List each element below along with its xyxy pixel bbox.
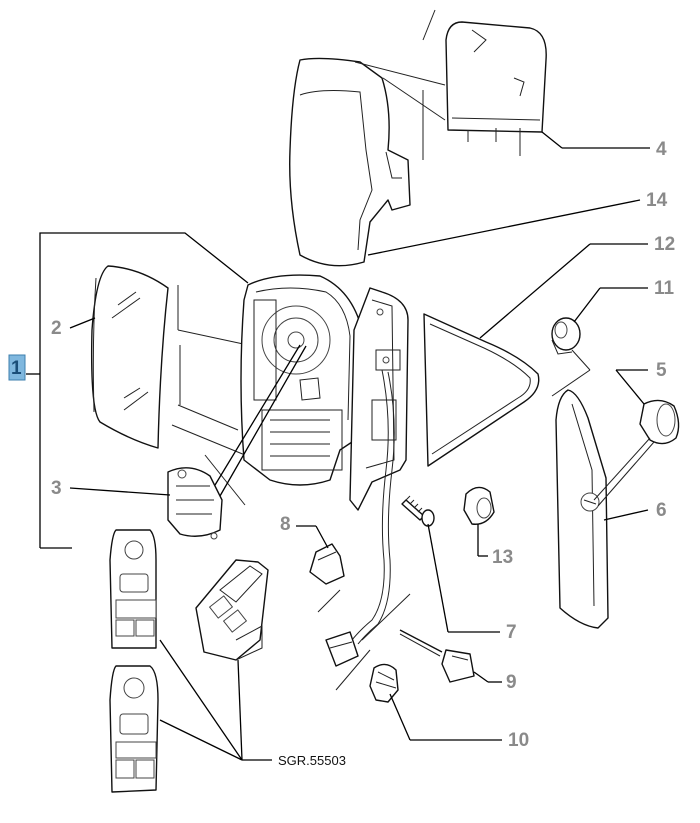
window-switch-panel-rear[interactable] [109,665,159,793]
callout-12-leader [479,243,591,339]
harness-connector[interactable] [325,631,359,667]
callout-11-leader [573,287,601,323]
reference-leader [159,639,243,761]
callout-2-label[interactable]: 2 [51,318,62,339]
callout-9-label[interactable]: 9 [506,672,517,693]
assembly-guide-line [177,404,239,431]
lower-glass-part[interactable] [423,313,540,467]
actuator-guide-line [219,345,307,497]
callout-4-leader [541,131,563,149]
assembly-guide-line [317,589,341,613]
callout-1-highlight [8,354,26,381]
callout-7-leader [427,523,449,633]
callout-7-label[interactable]: 7 [506,622,517,643]
callout-10-label[interactable]: 10 [508,730,529,751]
callout-9-leader [473,671,489,683]
assembly-guide-line [551,369,591,397]
assembly-guide-line [593,437,651,501]
turn-signal-part[interactable] [639,399,680,445]
callout-4-label[interactable]: 4 [656,139,667,160]
callout-11-label[interactable]: 11 [654,278,675,299]
plug-part[interactable] [369,663,399,703]
reference-leader [159,719,243,761]
callout-5-label[interactable]: 5 [656,360,667,381]
callout-8-leader [315,525,329,549]
callout-1-label[interactable]: 1 [11,358,22,379]
assembly-guide-line [171,424,246,456]
assembly-guide-line [335,649,371,691]
callout-14-label[interactable]: 14 [646,190,668,211]
assembly-bracket [39,232,249,548]
wiring-harness [351,369,389,641]
mirror-motor-part[interactable] [167,467,223,540]
callout-14-leader [367,199,641,256]
callout-6-label[interactable]: 6 [656,500,667,521]
assembly-guide-line [571,349,591,371]
assembly-guide-line [597,441,655,507]
callout-6-leader [603,509,649,521]
screw-part[interactable] [401,495,435,527]
indicator-panel-part[interactable] [555,389,609,629]
mirror-clip-part[interactable] [551,317,581,355]
assembly-guide-line [422,9,436,41]
assembly-guide-line [177,329,249,346]
mirror-cover-part[interactable] [445,21,547,156]
switch-button-part[interactable] [309,543,345,585]
callout-5-leader [615,369,645,405]
grommet-part[interactable] [463,486,495,525]
assembly-guide-line [204,454,246,506]
callout-3-label[interactable]: 3 [51,478,62,499]
callout-13-label[interactable]: 13 [492,547,513,568]
assembly-guide-line [361,593,411,641]
callout-12-label[interactable]: 12 [654,234,675,255]
callout-3-leader [69,487,171,496]
mirror-body-part[interactable] [240,274,363,486]
sensor-connector-part[interactable] [399,629,475,683]
callout-2-leader [69,317,96,329]
window-switch-module[interactable] [195,559,269,661]
reference-label: SGR.55503 [278,753,346,768]
reference-leader [237,659,243,761]
callout-10-leader [389,693,411,741]
assembly-guide-line [354,61,446,86]
actuator-guide-line [211,344,301,491]
window-switch-panel-front[interactable] [109,529,157,649]
assembly-guide-line [382,77,446,121]
mirror-glass-part[interactable] [90,265,169,449]
wiring-harness [357,371,395,645]
mirror-housing-part[interactable] [289,57,411,267]
mirror-bracket-part[interactable] [349,287,409,511]
callout-8-label[interactable]: 8 [280,514,291,535]
